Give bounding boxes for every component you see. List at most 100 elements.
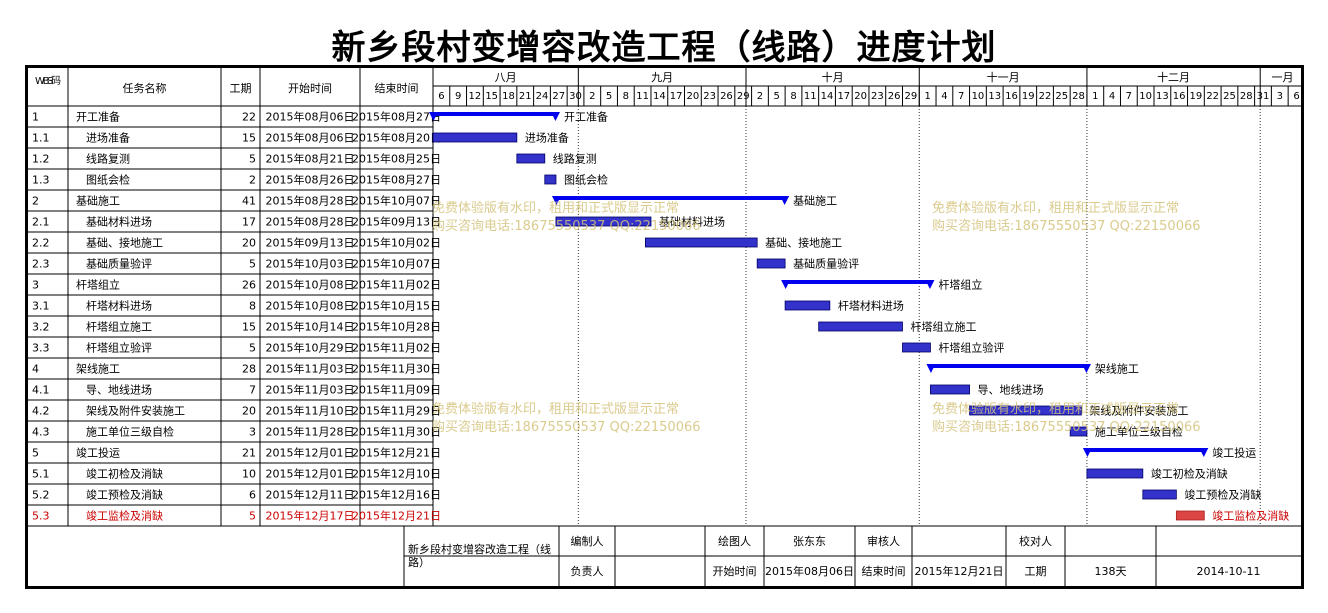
day-label: 14	[653, 91, 666, 102]
task-wbs: 3.2	[32, 321, 50, 334]
task-duration: 21	[242, 447, 256, 460]
summary-bar	[555, 196, 786, 200]
summary-bar-start-marker	[551, 196, 561, 205]
task-name: 竣工投运	[76, 446, 120, 460]
task-wbs: 1.1	[32, 132, 50, 145]
summary-bar-start-marker	[781, 280, 791, 289]
day-label: 7	[958, 91, 964, 102]
day-label: 17	[670, 91, 683, 102]
day-label: 16	[1005, 91, 1018, 102]
task-end: 2015年08月27日	[352, 173, 441, 187]
task-duration: 8	[249, 300, 256, 313]
task-bar	[756, 258, 786, 269]
task-bar-label: 架线施工	[1095, 362, 1139, 376]
page-title: 新乡段村变增容改造工程（线路）进度计划	[331, 28, 997, 68]
task-name: 基础、接地施工	[86, 237, 163, 250]
task-name: 开工准备	[76, 110, 120, 124]
task-wbs: 3.3	[32, 342, 50, 355]
month-label: 十二月	[1157, 70, 1190, 84]
day-label: 1	[924, 91, 930, 102]
task-bar	[969, 405, 1082, 416]
task-duration: 22	[242, 111, 256, 124]
task-name: 杆塔组立	[76, 278, 120, 292]
day-label: 9	[455, 91, 461, 102]
task-wbs: 2.3	[32, 258, 50, 271]
proofreader-value	[1065, 526, 1156, 556]
task-name: 杆塔组立施工	[86, 320, 152, 334]
owner-value	[615, 556, 705, 586]
task-end: 2015年08月27日	[352, 110, 441, 124]
day-label: 19	[1190, 91, 1203, 102]
day-label: 4	[1109, 91, 1115, 102]
task-duration: 6	[249, 489, 256, 502]
task-bar-label: 施工单位三级自检	[1095, 425, 1183, 439]
task-wbs: 5	[32, 447, 39, 460]
day-label: 31	[1257, 91, 1270, 102]
day-label: 7	[1126, 91, 1132, 102]
task-bar-label: 线路复测	[553, 152, 597, 166]
task-duration: 2	[249, 174, 256, 187]
summary-bar	[785, 280, 931, 284]
task-duration: 5	[249, 510, 256, 523]
task-name: 基础质量验评	[86, 257, 152, 271]
task-start: 2015年10月08日	[266, 299, 355, 313]
task-wbs: 4.2	[32, 405, 50, 418]
header-duration: 工期	[230, 82, 252, 95]
footer-duration-value: 138天	[1094, 565, 1127, 578]
day-label: 6	[1293, 91, 1299, 102]
summary-bar-end-marker	[925, 280, 935, 289]
task-wbs: 1	[32, 111, 39, 124]
task-duration: 41	[242, 195, 256, 208]
task-start: 2015年08月28日	[266, 194, 355, 208]
task-start: 2015年12月01日	[266, 446, 355, 460]
reviewer-value	[912, 526, 1006, 556]
task-name: 竣工监检及消缺	[86, 509, 163, 523]
owner-label: 负责人	[570, 565, 604, 578]
day-label: 23	[871, 91, 884, 102]
task-bar	[930, 384, 970, 395]
day-label: 3	[1277, 91, 1283, 102]
task-start: 2015年10月08日	[266, 278, 355, 292]
task-end: 2015年11月02日	[352, 278, 441, 292]
summary-bar	[1086, 448, 1205, 452]
task-duration: 5	[249, 342, 256, 355]
footer-end-value: 2015年12月21日	[914, 565, 1004, 578]
summary-bar-start-marker	[429, 112, 438, 121]
compiler-value	[615, 526, 705, 556]
day-label: 25	[1055, 91, 1068, 102]
day-label: 22	[1206, 91, 1219, 102]
task-bar-label: 导、地线进场	[978, 383, 1044, 397]
day-label: 11	[636, 91, 649, 102]
task-wbs: 5.3	[32, 510, 50, 523]
task-start: 2015年08月21日	[266, 152, 355, 166]
month-label: 十月	[822, 70, 844, 84]
compiler-label: 编制人	[570, 535, 604, 548]
summary-bar-end-marker	[550, 112, 560, 121]
task-bar-label: 竣工预检及消缺	[1184, 488, 1261, 502]
task-start: 2015年08月06日	[266, 110, 355, 124]
task-duration: 17	[242, 216, 256, 229]
day-label: 13	[988, 91, 1001, 102]
task-wbs: 2.1	[32, 216, 50, 229]
task-bar	[1086, 468, 1144, 479]
header-end-time: 结束时间	[375, 82, 419, 95]
day-label: 17	[837, 91, 850, 102]
task-start: 2015年09月13日	[266, 236, 355, 250]
day-label: 2	[589, 91, 595, 102]
task-start: 2015年11月03日	[266, 362, 355, 376]
task-wbs: 1.2	[32, 153, 50, 166]
task-wbs: 5.2	[32, 489, 50, 502]
day-label: 20	[854, 91, 867, 102]
task-start: 2015年12月11日	[266, 488, 355, 502]
task-end: 2015年09月13日	[352, 215, 441, 229]
task-name: 架线及附件安装施工	[86, 404, 185, 418]
task-bar	[432, 132, 518, 143]
day-label: 22	[1039, 91, 1052, 102]
task-name: 线路复测	[86, 152, 130, 166]
task-bar-label: 竣工初检及消缺	[1151, 467, 1228, 481]
month-label: 八月	[495, 71, 517, 84]
task-name: 导、地线进场	[86, 383, 152, 397]
task-end: 2015年12月16日	[352, 488, 441, 502]
